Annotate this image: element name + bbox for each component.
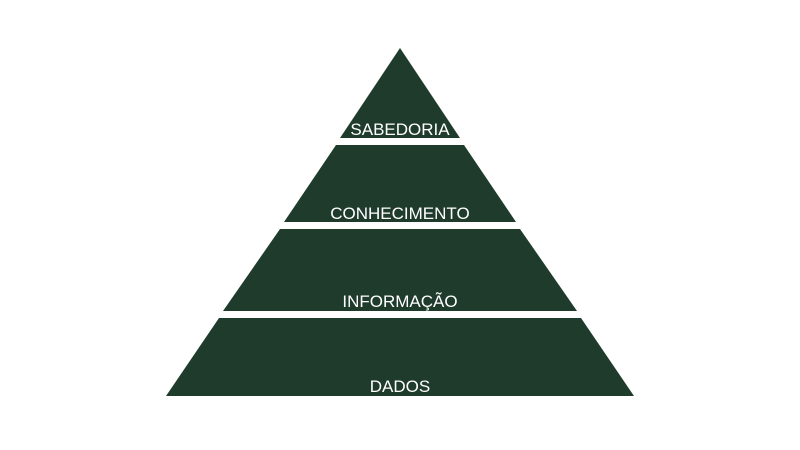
tier-dados-label: DADOS [370,377,430,396]
tier-dados-shape [166,318,634,396]
tier-sabedoria-shape [340,48,460,138]
tier-informacao-shape [223,229,577,311]
tier-sabedoria: SABEDORIA [340,48,460,139]
tier-conhecimento: CONHECIMENTO [284,145,516,223]
tier-informacao-label: INFORMAÇÃO [342,292,457,311]
tier-dados: DADOS [166,318,634,396]
tier-informacao: INFORMAÇÃO [223,229,577,311]
tier-sabedoria-label: SABEDORIA [350,120,450,139]
tier-conhecimento-shape [284,145,516,222]
tier-conhecimento-label: CONHECIMENTO [330,204,469,223]
